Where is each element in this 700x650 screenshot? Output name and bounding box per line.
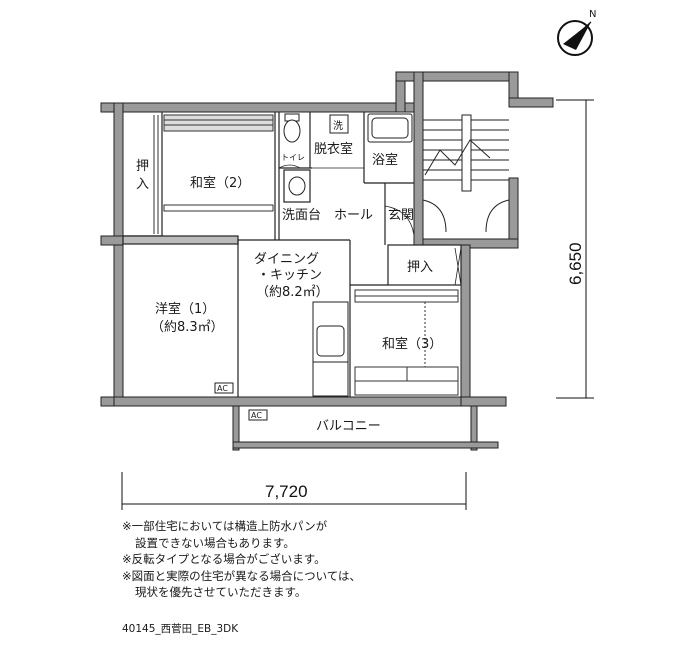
- room-youshitsu-line2: （約8.3㎡）: [151, 320, 224, 335]
- compass-icon: N: [557, 9, 596, 56]
- balcony-label: バルコニー: [316, 419, 381, 434]
- note-line: ※図面と実際の住宅が異なる場合については、: [122, 568, 362, 583]
- room-youshitsu-line1: 洋室（1）: [155, 301, 215, 317]
- toilet-icon: [283, 113, 301, 143]
- note-line: 現状を優先させていただきます。: [135, 585, 307, 599]
- room-dk-line1: ダイニング: [254, 252, 319, 267]
- washer-label: 洗: [333, 120, 343, 132]
- dimension-depth-label: 6,650: [566, 242, 585, 285]
- doors: [278, 164, 462, 286]
- plan-code: 40145_西菅田_EB_3DK: [122, 623, 239, 635]
- bathtub-icon: [367, 113, 413, 143]
- ac-unit-1: AC: [217, 384, 228, 393]
- closet-right-label: 押入: [407, 260, 433, 275]
- room-toilet: トイレ: [281, 153, 305, 162]
- compass-north-label: N: [589, 9, 596, 20]
- staircase: [422, 114, 510, 233]
- room-datsuishitsu: 脱衣室: [314, 141, 353, 157]
- note-line: ※一部住宅においては構造上防水パンが: [122, 519, 328, 533]
- room-washitsu-2: 和室（2）: [190, 175, 250, 191]
- note-line: 設置できない場合もあります。: [135, 535, 295, 550]
- washing-machine-icon: [329, 114, 349, 134]
- tatami-pattern: [153, 114, 459, 396]
- room-dk-line3: （約8.2㎡）: [256, 285, 329, 300]
- dimension-width: [121, 472, 467, 510]
- room-genkan: 玄関: [388, 208, 414, 223]
- room-hall: ホール: [334, 208, 373, 223]
- washbasin-icon: [288, 176, 306, 196]
- room-yokushitsu: 浴室: [372, 152, 398, 168]
- ac-unit-2: AC: [251, 411, 262, 420]
- closet-left-label-2: 入: [136, 177, 149, 192]
- dimension-width-label: 7,720: [265, 482, 308, 501]
- interior-walls: [122, 112, 462, 397]
- note-line: ※反転タイプとなる場合がございます。: [122, 552, 326, 566]
- kitchen-counter: [312, 301, 349, 397]
- room-dk-line2: ・キッチン: [257, 268, 322, 283]
- room-senmendai: 洗面台: [282, 208, 321, 223]
- walls: [100, 71, 554, 451]
- room-washitsu-3: 和室（3）: [382, 336, 442, 352]
- notes-block: ※一部住宅においては構造上防水パンが 設置できない場合もあります。 ※反転タイプ…: [122, 518, 361, 601]
- dimension-depth: [556, 99, 594, 399]
- closet-left-label-1: 押: [136, 159, 149, 174]
